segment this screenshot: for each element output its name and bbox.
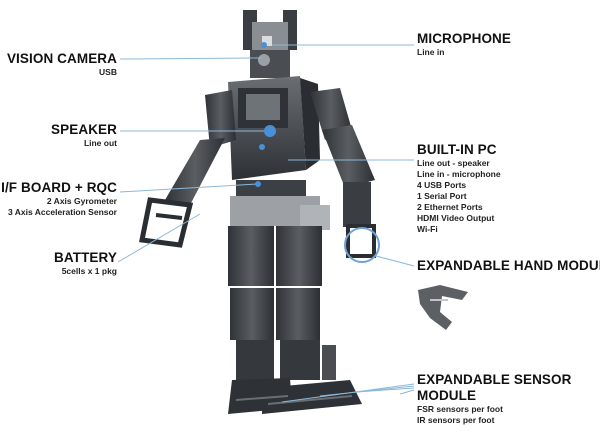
label-detail: Line in <box>417 47 445 57</box>
hand-highlight-ring <box>344 227 380 263</box>
leader-lines <box>117 44 415 403</box>
label-title: SPEAKER <box>51 122 117 137</box>
label-detail: Line out <box>83 138 117 148</box>
label-detail: 2 Ethernet Ports <box>417 202 483 212</box>
label-detail: Line out - speaker <box>417 158 490 168</box>
label-built-in-pc: BUILT-IN PC Line out - speaker Line in -… <box>417 142 501 235</box>
label-detail: 2 Axis Gyrometer <box>46 196 117 206</box>
label-detail: Wi-Fi <box>417 224 438 234</box>
robot-head <box>243 10 297 78</box>
label-title-line2: MODULE <box>417 388 477 403</box>
if-board-marker-dot <box>255 181 261 187</box>
speaker-marker-dot <box>264 125 276 137</box>
robot-pelvis <box>230 180 330 230</box>
microphone-marker-dot <box>261 42 267 48</box>
label-detail: FSR sensors per foot <box>417 404 503 414</box>
robot-right-arm <box>310 88 376 258</box>
label-detail: 4 USB Ports <box>417 180 467 190</box>
label-detail: 5cells x 1 pkg <box>61 266 117 276</box>
label-sensor-module: EXPANDABLE SENSOR MODULE FSR sensors per… <box>417 372 571 426</box>
label-vision-camera: VISION CAMERA USB <box>7 51 117 78</box>
label-title: I/F BOARD + RQC <box>1 180 117 195</box>
label-title: BUILT-IN PC <box>417 142 497 157</box>
hand-module-image <box>418 285 468 330</box>
robot-feet <box>228 378 362 414</box>
label-detail: 1 Serial Port <box>417 191 467 201</box>
robot-legs <box>228 226 336 380</box>
label-detail: USB <box>99 67 117 77</box>
label-title: VISION CAMERA <box>6 51 117 66</box>
label-detail: Line in - microphone <box>417 169 501 179</box>
label-title: BATTERY <box>54 250 117 265</box>
pc-marker-dot <box>259 144 265 150</box>
label-detail: IR sensors per foot <box>417 415 495 425</box>
label-speaker: SPEAKER Line out <box>51 122 117 149</box>
label-hand-module: EXPANDABLE HAND MODULE <box>417 258 600 274</box>
label-microphone: MICROPHONE Line in <box>417 31 511 58</box>
label-detail: 3 Axis Acceleration Sensor <box>8 207 117 217</box>
robot-left-arm <box>139 90 236 248</box>
label-title: EXPANDABLE SENSOR <box>417 372 572 387</box>
label-if-board: I/F BOARD + RQC 2 Axis Gyrometer 3 Axis … <box>1 180 117 218</box>
label-detail: HDMI Video Output <box>417 213 495 223</box>
label-title: MICROPHONE <box>417 31 512 46</box>
label-battery: BATTERY 5cells x 1 pkg <box>54 250 117 277</box>
label-title: EXPANDABLE HAND MODULE <box>417 258 600 273</box>
